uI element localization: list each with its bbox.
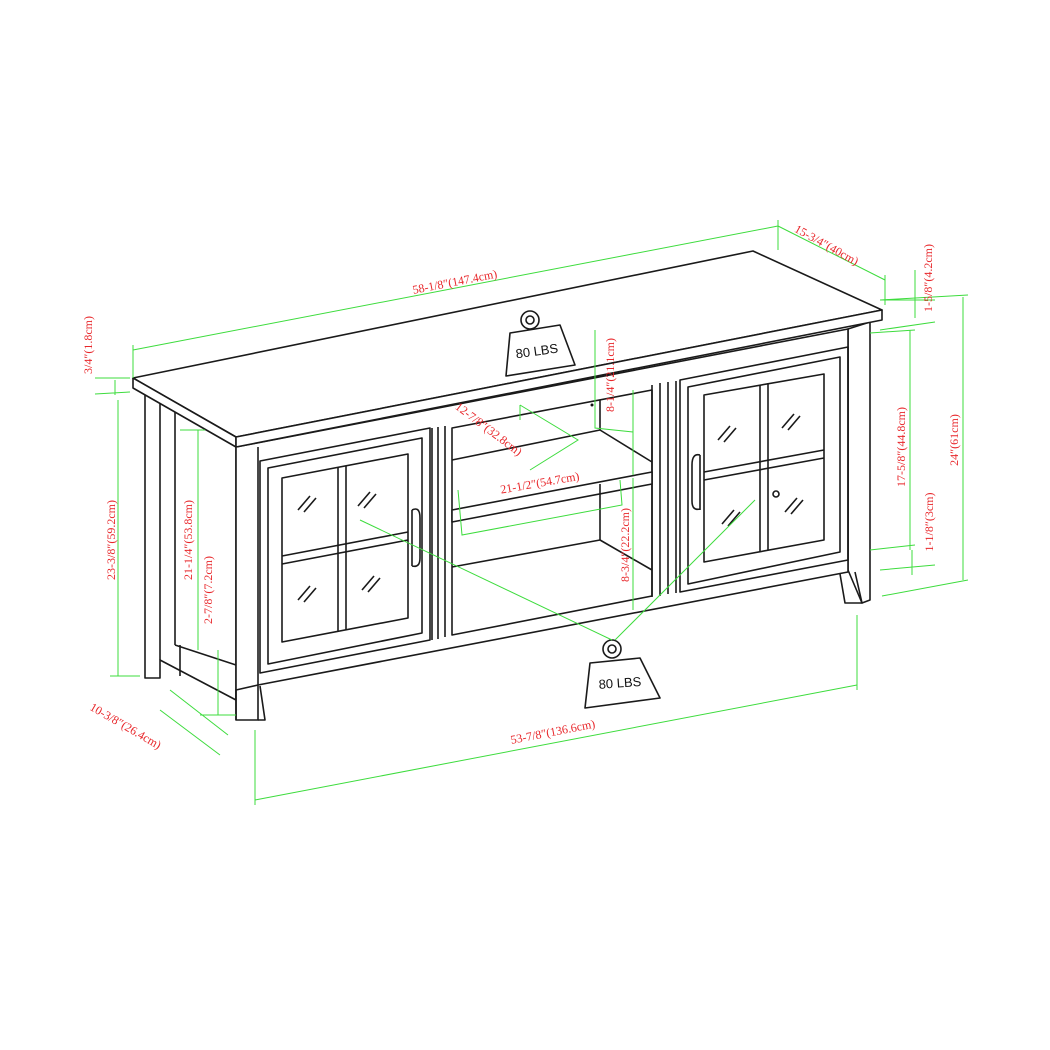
left-side-bottom-edge: [174, 644, 237, 666]
shelf-weight-label: 80 LBS: [598, 674, 642, 692]
right-door-handle[interactable]: [691, 453, 701, 511]
weight-icon: [584, 657, 661, 709]
weight-icon: [505, 324, 576, 377]
leg-inner-height-label: 21-1/4″(53.8cm): [181, 500, 195, 580]
bottom-rail-label: 1-1/8″(3cm): [922, 493, 936, 552]
top-thickness-label: 1-5/8″(4.2cm): [921, 244, 935, 312]
top-weight-label: 80 LBS: [515, 341, 560, 362]
top-right-edge: [235, 309, 883, 448]
left-leg-taper: [258, 685, 266, 721]
top-overhang-label: 3/4″(1.8cm): [81, 316, 95, 374]
left-door-handle[interactable]: [411, 508, 421, 568]
overall-height-label: 24″(61cm): [947, 414, 961, 466]
left-glass-door[interactable]: [259, 427, 431, 674]
cabinet-height-label: 17-5/8″(44.8cm): [894, 407, 908, 487]
weight-ring-icon: [602, 639, 622, 659]
base-depth-label: 10-3/8″(26.4cm): [87, 700, 163, 752]
door-lock-icon: [772, 490, 780, 498]
overall-depth-label: 15-3/4″(40cm): [792, 222, 861, 269]
tv-stand: [132, 250, 883, 721]
weight-ring-icon: [520, 310, 540, 330]
center-left-pilaster: [431, 426, 446, 640]
shelf-weight-badge: 80 LBS: [584, 639, 661, 709]
top-weight-badge: 80 LBS: [505, 310, 576, 377]
base-width-label: 53-7/8″(136.6cm): [509, 717, 596, 747]
open-shelf-compartment: [451, 389, 653, 636]
leg-clearance-label: 2-7/8″(7.2cm): [201, 556, 215, 624]
dimension-lines: [94, 220, 969, 805]
overall-width-label: 58-1/8″(147.4cm): [411, 267, 498, 297]
side-height-label: 23-3/8″(59.2cm): [104, 500, 118, 580]
right-glass-door[interactable]: [679, 346, 849, 593]
right-side-panel: [847, 321, 871, 604]
right-front-leg: [839, 571, 863, 604]
adjustable-shelf: [451, 471, 653, 523]
upper-opening-height-label: 8-1/4″(21.1cm): [603, 338, 617, 412]
left-front-leg: [235, 684, 259, 720]
lower-opening-height-label: 8-3/4″(22.2cm): [618, 508, 632, 582]
